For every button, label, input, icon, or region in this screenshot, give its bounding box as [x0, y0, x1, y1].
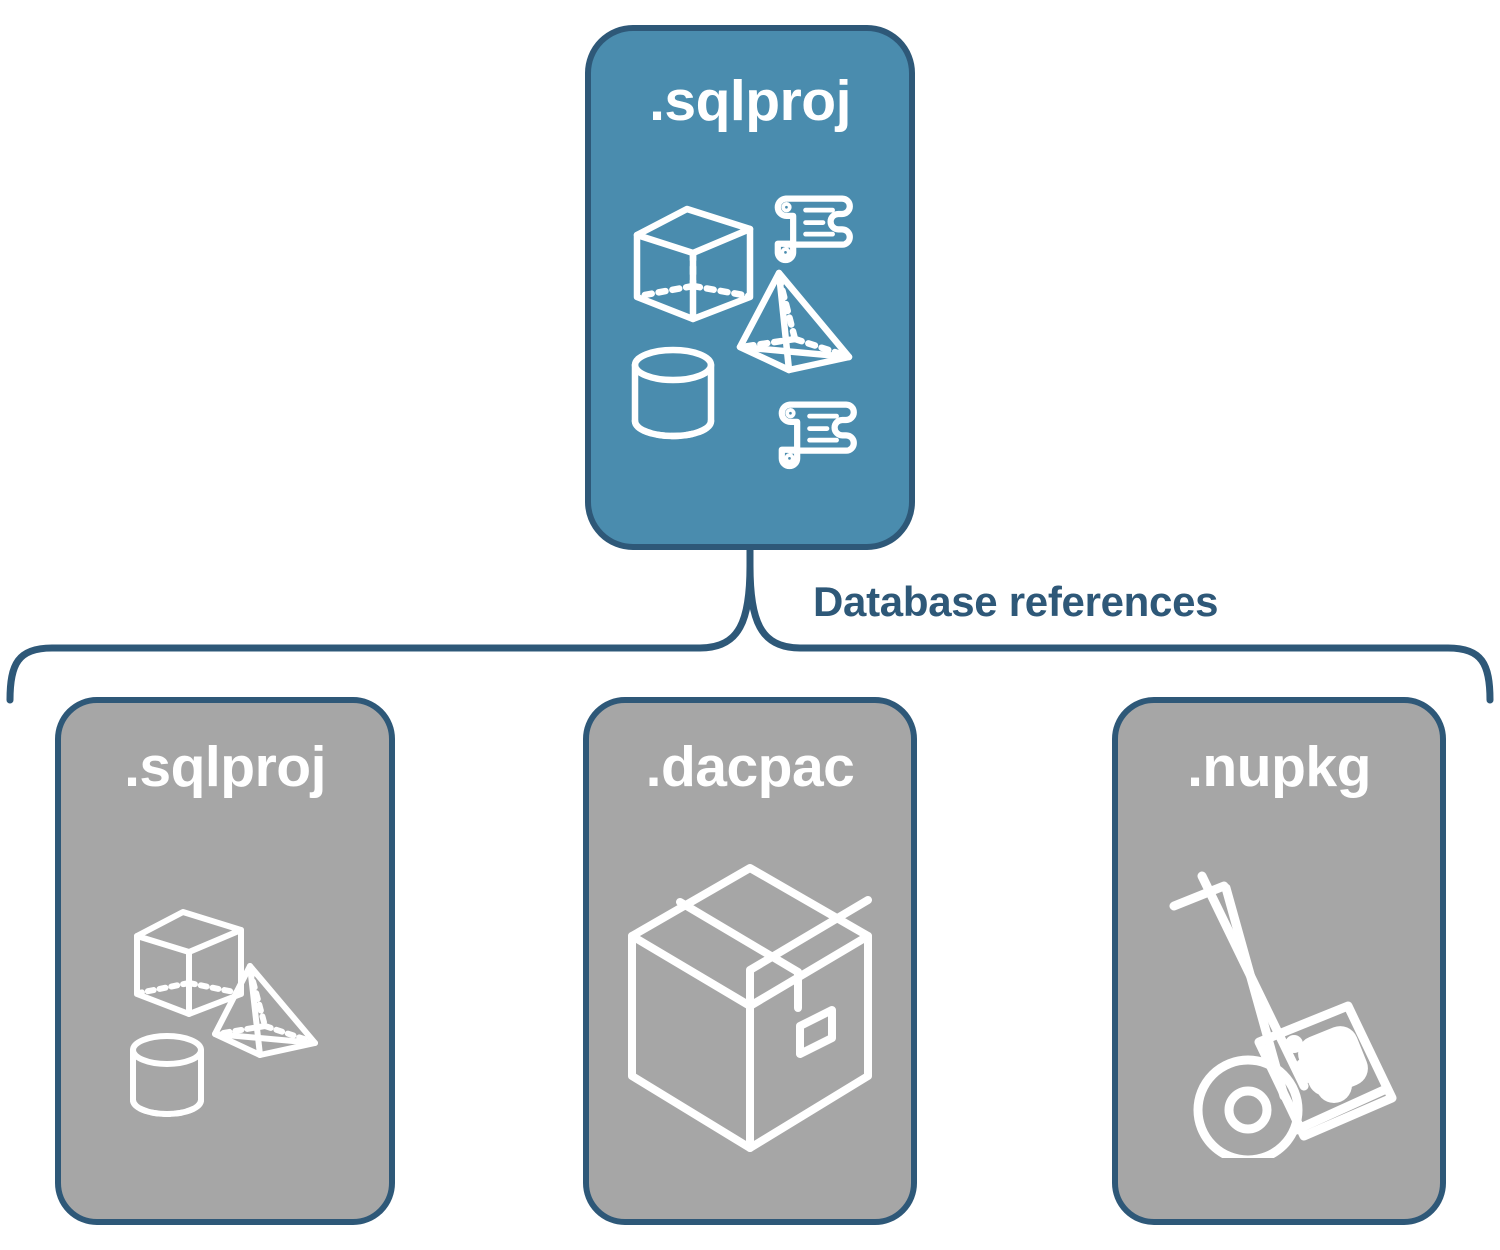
reference-node-nupkg[interactable]: .nupkg: [1112, 697, 1446, 1225]
reference-node-artwork: [589, 796, 911, 1219]
hand-truck-package-icon: [1169, 871, 1397, 1158]
reference-node-label: .sqlproj: [124, 735, 326, 799]
reference-node-artwork: [1118, 796, 1440, 1219]
wireframe-cylinder-icon: [130, 1032, 204, 1117]
reference-node-dacpac[interactable]: .dacpac: [583, 697, 917, 1225]
reference-node-sqlproj[interactable]: .sqlproj: [55, 697, 395, 1225]
root-node-sqlproj[interactable]: .sqlproj: [585, 25, 915, 550]
root-node-icon-group: [631, 195, 857, 470]
script-scroll-icon: [778, 401, 857, 470]
wireframe-cube-icon: [134, 908, 244, 1017]
root-node-artwork: [591, 130, 909, 544]
root-node-label: .sqlproj: [649, 69, 851, 133]
hand-truck-package-icon-group: [1169, 871, 1397, 1158]
wireframe-cylinder-icon: [631, 346, 715, 440]
package-glyph: [1285, 1025, 1368, 1103]
reference-node-label: .nupkg: [1187, 735, 1371, 799]
wireframe-cube-icon: [633, 205, 754, 323]
script-scroll-icon: [774, 195, 853, 264]
reference-node-artwork: [61, 796, 389, 1219]
wireframe-pyramid-icon: [736, 269, 853, 374]
shipping-box-icon-group: [628, 863, 872, 1152]
brace-label: Database references: [813, 578, 1219, 625]
brace-left-arm: [6, 562, 754, 704]
reference-node-label: .dacpac: [645, 735, 855, 799]
wireframe-pyramid-icon: [212, 962, 318, 1058]
shipping-box-icon: [628, 863, 872, 1152]
shapes-icon-group: [130, 908, 318, 1117]
